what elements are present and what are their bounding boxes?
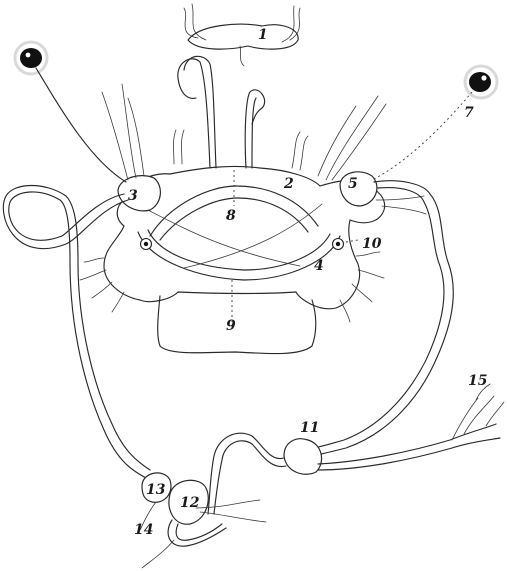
label-14: 14 [134,522,153,538]
right-eye [372,66,497,180]
label-11: 11 [300,420,319,436]
label-12: 12 [180,495,200,511]
ganglion-11 [208,384,504,514]
label-5: 5 [348,176,358,192]
label-1: 1 [258,27,268,43]
label-3: 3 [128,188,138,204]
ganglion-5 [340,172,377,206]
label-7: 7 [464,105,474,121]
label-10: 10 [362,236,382,252]
label-4: 4 [314,258,324,274]
label-8: 8 [226,208,236,224]
label-2: 2 [283,176,294,192]
right-loop-nerve [312,181,453,456]
label-13: 13 [146,482,166,498]
label-15: 15 [468,373,487,389]
label-9: 9 [226,318,236,334]
left-loop-nerve [3,186,150,479]
upper-loops [178,56,265,168]
left-eye [15,42,126,182]
